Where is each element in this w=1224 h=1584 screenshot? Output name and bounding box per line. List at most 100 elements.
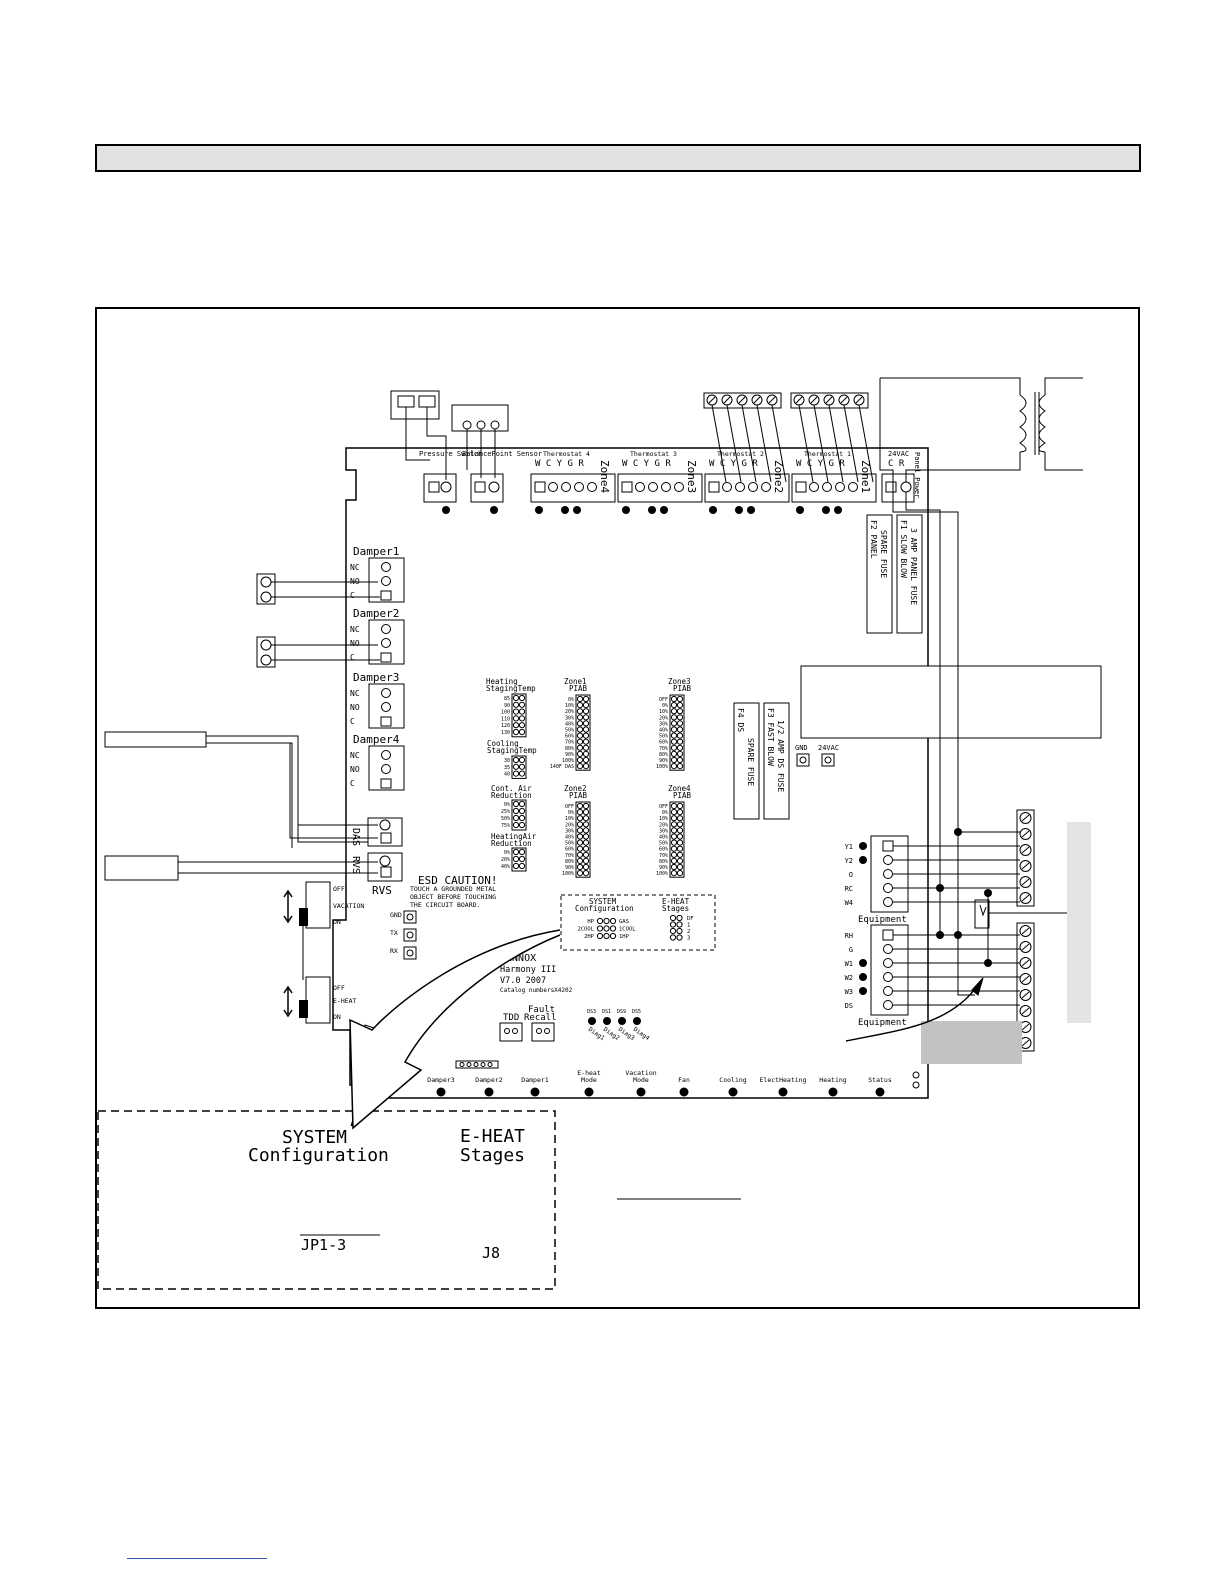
ext-screw-slot-2 <box>708 396 716 404</box>
zone2-piab-pin <box>582 845 590 852</box>
gnd-test-label: GND <box>795 744 808 752</box>
zone1-piab-pin <box>576 738 584 745</box>
zone4-piab-title-2: PIAB <box>673 791 692 800</box>
zone2-piab-value: 50% <box>565 841 574 847</box>
small-sys-pin <box>596 932 604 940</box>
small-sys-right: 1HP <box>619 934 630 940</box>
damper-pin-3 <box>380 716 392 727</box>
thermostat-terms-1: W C Y G R <box>535 459 584 469</box>
zone3-piab-value: 90% <box>659 758 668 764</box>
equipment-top-pin <box>883 869 893 879</box>
zone2-piab-pin <box>576 857 584 865</box>
thermostat-pin-3 <box>761 482 771 492</box>
small-sys-title: SYSTEM <box>589 897 617 906</box>
terminal-strip-bottom-slot <box>1021 975 1030 983</box>
zone1-piab-value: 50% <box>565 728 574 734</box>
zone3-piab-title-2: PIAB <box>673 684 692 693</box>
terminal-strip-bottom-screw <box>1019 957 1032 969</box>
pressure-switch-connector: Pressure Switch <box>419 450 482 514</box>
zone1-piab-pin <box>582 732 590 739</box>
damper-term-3: NC <box>350 689 360 698</box>
diag-code-3: DS9 <box>617 1009 626 1015</box>
terminal-strip-top-slot <box>1021 830 1030 838</box>
damper-pin-2 <box>380 652 392 663</box>
fault-label: Fault <box>528 1005 555 1015</box>
terminal-label-shade <box>1067 822 1091 1023</box>
thermostat-led-4 <box>822 506 830 514</box>
damper-term-2: NO <box>350 639 360 648</box>
small-sys-right: GAS <box>619 919 629 925</box>
zoom-system-configuration: SYSTEM Configuration JP1-3 <box>248 1127 389 1254</box>
cont-air-reduction-header <box>511 799 527 831</box>
small-sys-left: 2COOL <box>577 927 594 933</box>
heating-staging-pin <box>512 728 520 736</box>
zone2-piab-pin <box>582 851 590 858</box>
thermostat-pin-3 <box>708 481 720 493</box>
zone2-piab-value: 70% <box>565 853 574 859</box>
comm-pin-rx <box>406 949 414 957</box>
damper-pin-4 <box>380 778 392 789</box>
thermostat-led-1 <box>573 506 581 514</box>
thermostat-led-3 <box>747 506 755 514</box>
damper-name-1: Damper1 <box>353 545 399 558</box>
comm-label-rx: RX <box>390 947 398 955</box>
thermostat-led-4 <box>834 506 842 514</box>
led-label-7: Cooling <box>719 1076 746 1084</box>
comm-terminal-gnd <box>403 910 417 924</box>
heating-air-reduction-pin <box>518 862 526 870</box>
damper-name-4: Damper4 <box>353 733 400 746</box>
footer-link-underline <box>127 1558 267 1559</box>
zone3-piab-pin <box>676 720 684 727</box>
das-label: DAS <box>350 828 361 846</box>
equipment-bottom-label: Equipment <box>858 1018 907 1028</box>
ext-wire-2 <box>711 404 727 483</box>
equipment-top-led <box>859 842 867 850</box>
zone2-piab-value: 0% <box>568 810 574 816</box>
zone2-piab-pin <box>576 827 584 834</box>
cooling-staging-pin <box>518 770 526 777</box>
fault-recall-button[interactable]: Fault Recall <box>524 1005 557 1042</box>
thermostat-pin-2 <box>661 482 671 492</box>
zone4-piab-pin <box>676 815 684 822</box>
cont-air-reduction-title-2: Reduction <box>491 791 532 800</box>
heating-staging-pin <box>512 694 520 702</box>
zone4-piab-value: 50% <box>659 841 668 847</box>
zone4-piab-header <box>669 801 685 878</box>
small-sys-sub: Configuration <box>575 904 634 913</box>
zone3-piab-value: OFF <box>659 697 668 703</box>
diag-led-1 <box>588 1017 596 1025</box>
tdd-button[interactable]: TDD <box>499 1013 523 1042</box>
equipment-top-pin <box>883 897 893 907</box>
damper-term-4: NO <box>350 765 360 774</box>
fuse-f1-label: F1 SLOW BLOW <box>899 520 908 578</box>
small-eheat-value: 1 <box>687 923 690 929</box>
terminal-strip-top-screw <box>1019 812 1032 824</box>
thermal-switch-icon <box>979 904 987 917</box>
heating-air-reduction-value: 0% <box>504 850 510 856</box>
zone1-piab-pin <box>582 744 590 751</box>
comm-terminal-tx <box>403 928 417 942</box>
status-led-3 <box>530 1087 540 1097</box>
zone1-piab-value: 140F DAS <box>550 764 574 770</box>
zone4-piab-pin <box>676 827 684 834</box>
zone4-piab-value: 80% <box>659 859 668 865</box>
zone3-piab-pin <box>676 714 684 721</box>
zone4-piab-value: 0% <box>662 810 668 816</box>
terminal-strip-bottom-screw <box>1019 941 1032 953</box>
cooling-staging-title-1: Cooling <box>487 739 519 748</box>
callout-shade <box>921 1021 1022 1064</box>
vacation-off-label: OFF <box>333 885 345 893</box>
zone3-piab-value: 20% <box>659 715 668 721</box>
zone3-piab-pin <box>670 720 678 727</box>
equipment-bottom-pin <box>883 986 893 996</box>
ext-screw-slot-2 <box>753 396 761 404</box>
zone2-piab-pin <box>576 870 584 877</box>
damper-pin-1 <box>381 562 391 572</box>
led-label-8: ElectHeating <box>760 1076 807 1084</box>
thermostat-name-3: Thermostat 2 <box>717 450 764 458</box>
equipment-bottom-connector <box>870 924 909 1016</box>
fuse-f4-desc: SPARE FUSE <box>746 738 755 786</box>
power-connector: 24VAC C R Panel Power <box>881 450 921 503</box>
thermostat-terms-2: W C Y G R <box>622 459 671 469</box>
